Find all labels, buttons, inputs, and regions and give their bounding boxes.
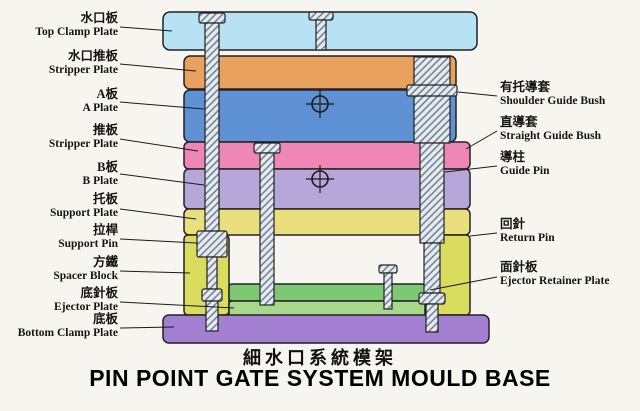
shoulder-guide-bush-flange xyxy=(406,84,458,97)
label-en: A Plate xyxy=(82,101,118,114)
top-center-pin-shaft xyxy=(315,19,327,51)
label-en: Stripper Plate xyxy=(48,63,118,76)
center-pin-head xyxy=(253,142,281,154)
ejector-screw xyxy=(378,264,398,310)
leader-spacer-block xyxy=(119,270,191,274)
center-mark-b-plate xyxy=(306,165,334,193)
label-en: Ejector Plate xyxy=(54,300,118,313)
bottom-clamp-plate xyxy=(162,314,490,344)
top-center-pin xyxy=(308,11,334,51)
label-cn: 托板 xyxy=(92,192,118,206)
label-cn: 推板 xyxy=(92,123,118,137)
label-en: Support Pin xyxy=(58,237,118,250)
leader-return-pin xyxy=(469,232,498,237)
leader-stripper-plate xyxy=(119,138,199,152)
label-guide-pin: 導柱 Guide Pin xyxy=(500,150,550,177)
stripper-plate-upper xyxy=(183,55,457,90)
label-en: B Plate xyxy=(82,174,118,187)
ejector-screw-head xyxy=(378,264,398,274)
label-en: Top Clamp Plate xyxy=(35,25,118,38)
return-pin-shaft xyxy=(423,242,441,294)
label-straight-guide-bush: 直導套 Straight Guide Bush xyxy=(500,115,601,142)
leader-bottom-clamp-plate xyxy=(119,326,175,329)
label-en: Guide Pin xyxy=(500,164,550,177)
label-cn: 拉桿 xyxy=(92,223,118,237)
title-chinese: 細水口系統模架 xyxy=(243,348,397,368)
label-ejector-plate: 底針板 Ejector Plate xyxy=(54,286,118,313)
label-en: Stripper Plate xyxy=(48,137,118,150)
ejector-screw-shaft xyxy=(383,272,393,310)
support-pin-head xyxy=(198,12,226,24)
label-cn: 導柱 xyxy=(500,150,526,164)
label-spacer-block: 方鐵 Spacer Block xyxy=(53,255,118,282)
label-a-plate: A板 A Plate xyxy=(82,87,118,114)
support-pin-lower-shaft xyxy=(206,256,218,290)
label-en: Straight Guide Bush xyxy=(500,129,601,142)
leader-top-clamp-plate xyxy=(119,26,173,32)
support-pin-foot xyxy=(201,288,223,302)
guide-pin-assembly xyxy=(406,56,458,333)
leader-ejector-retainer-plate xyxy=(429,276,498,291)
label-cn: 水口推板 xyxy=(67,49,118,63)
center-puller-pin xyxy=(253,142,281,306)
leader-a-plate xyxy=(119,101,205,110)
label-cn: 回針 xyxy=(500,217,526,231)
return-pin-bolt xyxy=(425,303,439,333)
top-center-pin-head xyxy=(308,11,334,21)
support-pin-assembly xyxy=(196,12,228,332)
shoulder-guide-bush-body xyxy=(413,56,451,144)
title-english: PIN POINT GATE SYSTEM MOULD BASE xyxy=(89,365,551,391)
leader-guide-pin xyxy=(444,165,498,173)
leader-lines xyxy=(119,26,498,329)
leader-stripper-plate-upper xyxy=(119,63,197,72)
leader-straight-guide-bush xyxy=(465,130,498,150)
support-pin-shaft xyxy=(204,22,220,232)
label-stripper-plate: 推板 Stripper Plate xyxy=(48,123,118,150)
label-support-plate: 托板 Support Plate xyxy=(49,192,118,219)
label-bottom-clamp-plate: 底板 Bottom Clamp Plate xyxy=(17,312,118,339)
ejector-retainer-plate xyxy=(228,283,426,302)
label-cn: B板 xyxy=(97,160,118,174)
label-b-plate: B板 B Plate xyxy=(82,160,118,187)
label-en: Shoulder Guide Bush xyxy=(500,94,606,107)
leader-support-plate xyxy=(119,208,197,220)
label-cn: 面針板 xyxy=(500,260,538,274)
support-pin-nut xyxy=(196,230,228,258)
label-cn: 底針板 xyxy=(80,286,118,300)
label-en: Support Plate xyxy=(49,206,118,219)
label-en: Ejector Retainer Plate xyxy=(500,274,610,287)
label-cn: 水口板 xyxy=(80,11,118,25)
label-cn: 底板 xyxy=(92,312,118,326)
guide-pin-shaft xyxy=(419,142,445,244)
center-mark-a-plate xyxy=(306,90,334,118)
label-cn: 有托導套 xyxy=(500,80,551,94)
label-en: Return Pin xyxy=(500,231,555,244)
label-cn: A板 xyxy=(96,87,118,101)
label-ejector-retainer-plate: 面針板 Ejector Retainer Plate xyxy=(500,260,610,287)
label-stripper-plate-upper: 水口推板 Stripper Plate xyxy=(48,49,118,76)
pins xyxy=(196,11,458,333)
leader-ejector-plate xyxy=(119,301,235,309)
leader-b-plate xyxy=(119,173,205,186)
leader-shoulder-guide-bush xyxy=(457,91,498,97)
label-support-pin: 拉桿 Support Pin xyxy=(58,223,118,250)
label-shoulder-guide-bush: 有托導套 Shoulder Guide Bush xyxy=(500,80,606,107)
center-pin-shaft xyxy=(259,152,275,306)
label-en: Spacer Block xyxy=(53,269,118,282)
label-cn: 直導套 xyxy=(500,115,538,129)
leader-support-pin xyxy=(119,238,198,244)
label-top-clamp-plate: 水口板 Top Clamp Plate xyxy=(35,11,118,38)
return-pin-foot xyxy=(418,292,446,305)
label-en: Bottom Clamp Plate xyxy=(17,326,118,339)
support-pin-bolt xyxy=(205,300,219,332)
label-cn: 方鐵 xyxy=(92,255,118,269)
support-plate xyxy=(183,208,471,236)
label-return-pin: 回針 Return Pin xyxy=(500,217,555,244)
